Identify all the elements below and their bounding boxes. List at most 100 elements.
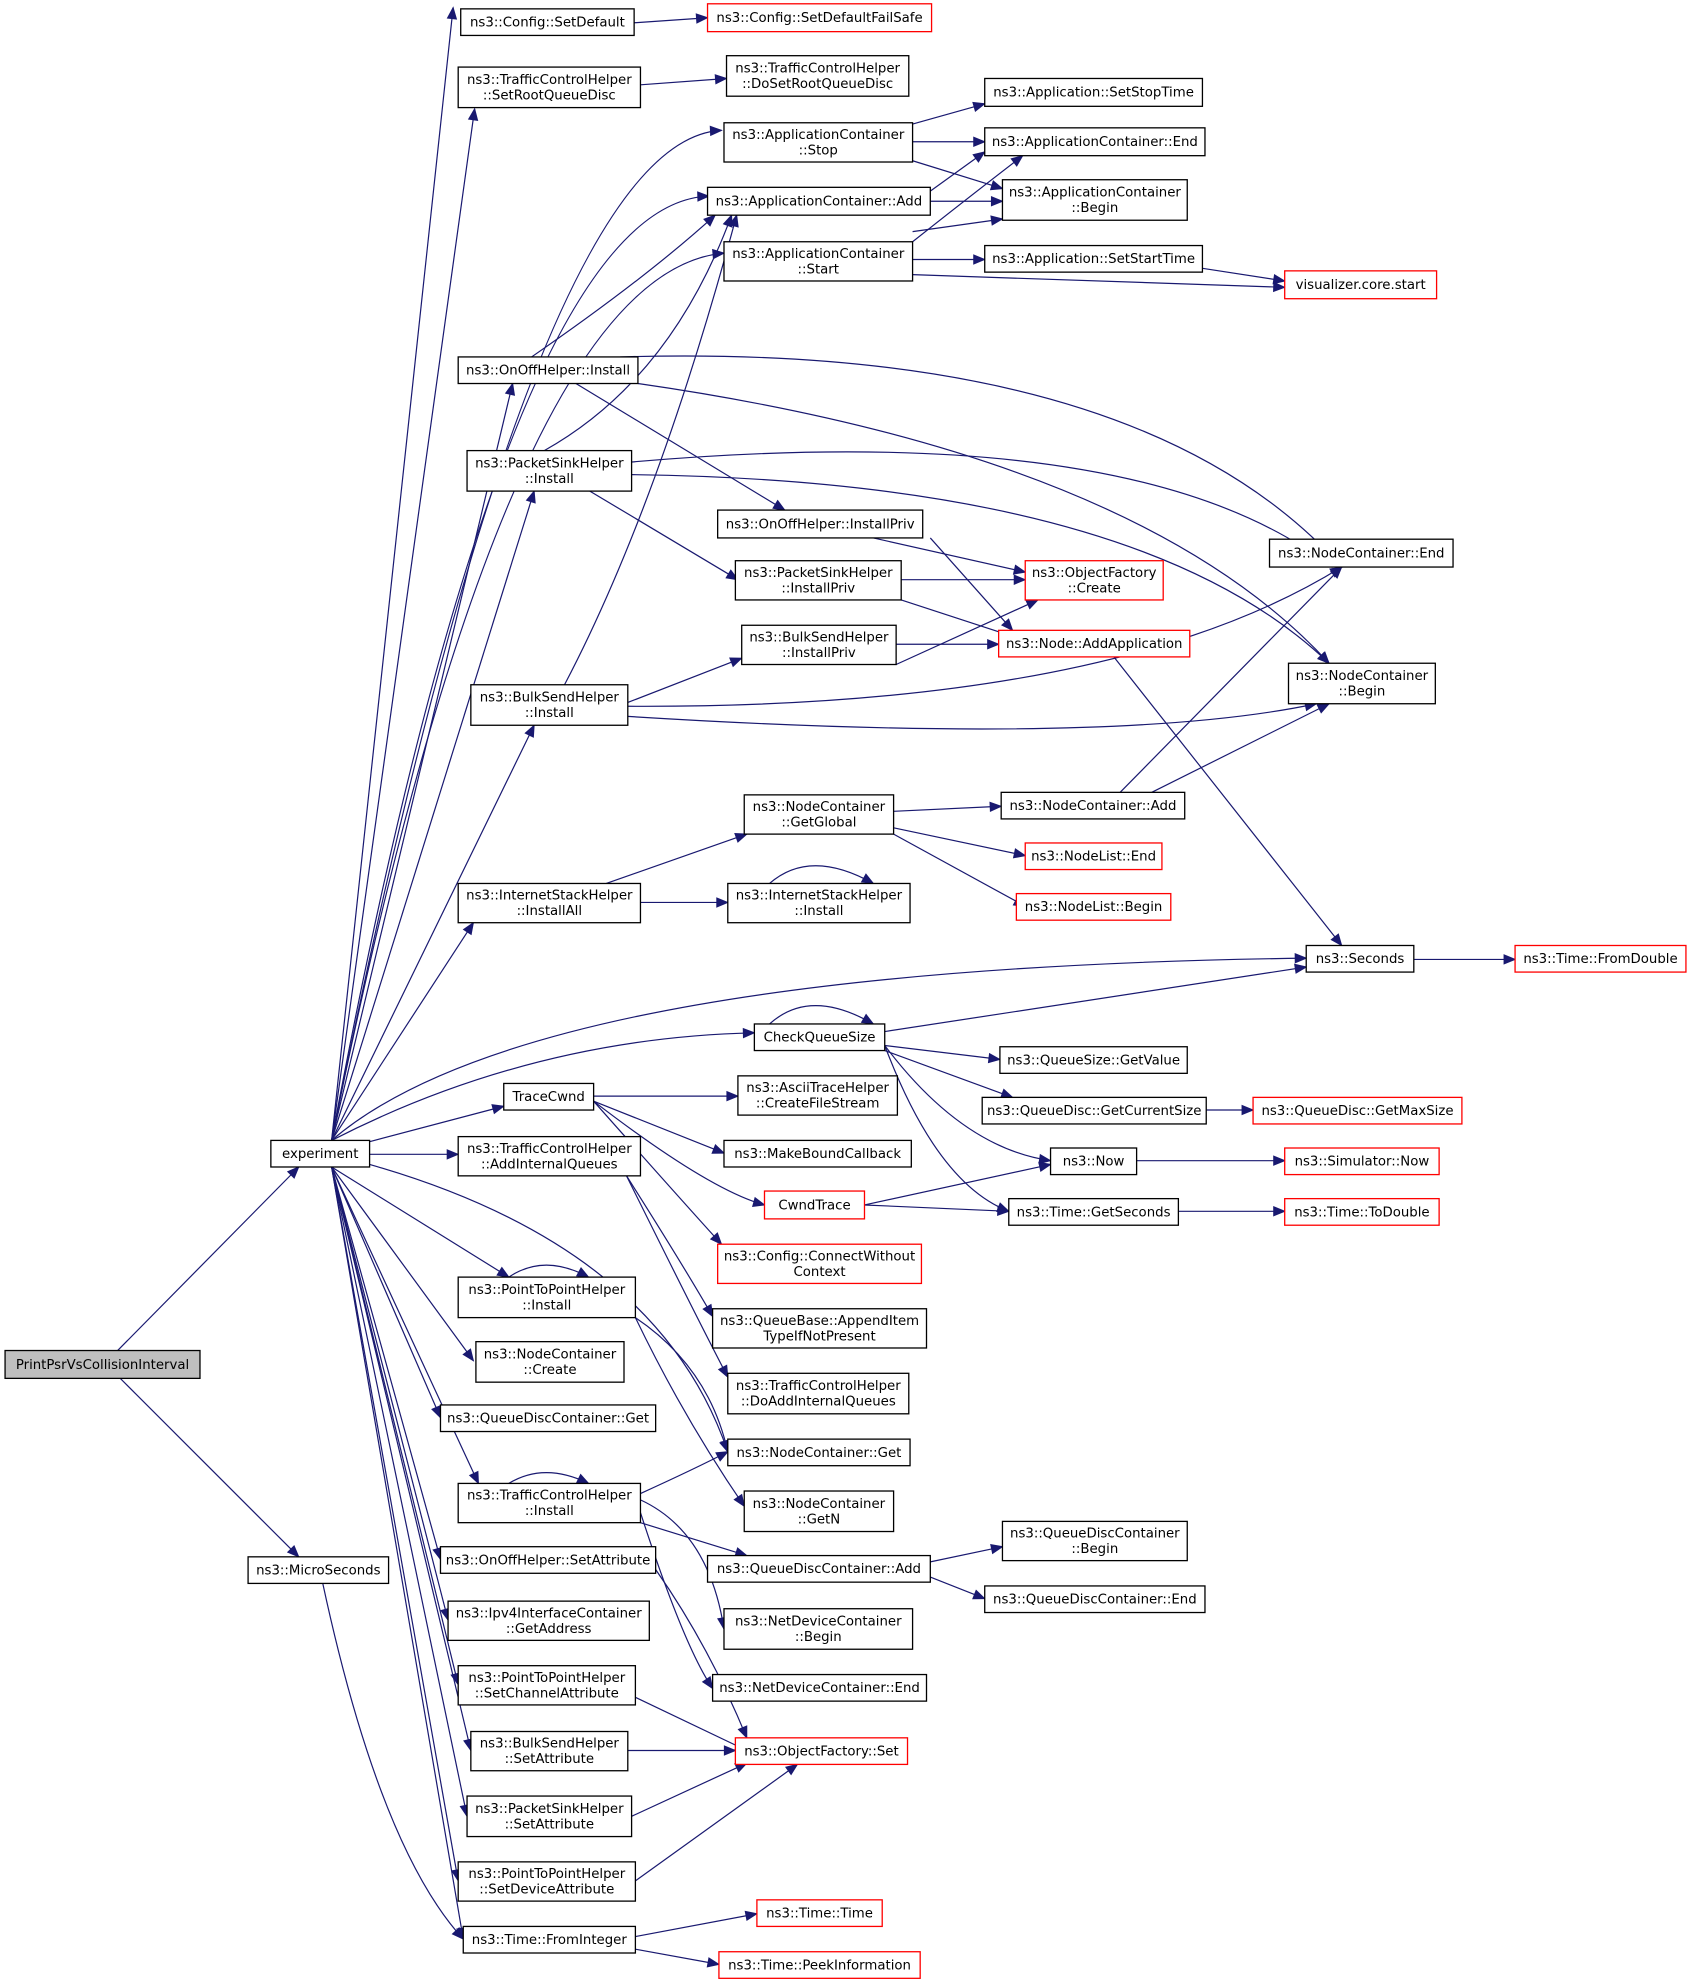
- node-ish-installall[interactable]: ns3::InternetStackHelper::InstallAll: [457, 882, 642, 924]
- node-label: ns3::TrafficControlHelper: [735, 62, 900, 77]
- node-checkqueuesize[interactable]: CheckQueueSize: [753, 1023, 886, 1052]
- node-onoff-setattr[interactable]: ns3::OnOffHelper::SetAttribute: [439, 1546, 657, 1574]
- node-ac-add[interactable]: ns3::ApplicationContainer::Add: [706, 186, 931, 216]
- node-bsh-installpriv[interactable]: ns3::BulkSendHelper::InstallPriv: [741, 624, 897, 666]
- node-cfg-setdefaultfs[interactable]: ns3::Config::SetDefaultFailSafe: [706, 3, 933, 33]
- node-p2p-install[interactable]: ns3::PointToPointHelper::Install: [457, 1276, 637, 1319]
- edge-tch_addinternal-to-qb_append: [626, 1175, 714, 1318]
- node-p2p-setchannel[interactable]: ns3::PointToPointHelper::SetChannelAttri…: [457, 1665, 637, 1706]
- node-qdc-begin[interactable]: ns3::QueueDiscContainer::Begin: [1001, 1520, 1188, 1562]
- node-label: ns3::TrafficControlHelper: [467, 1142, 632, 1157]
- node-qdc-get[interactable]: ns3::QueueDiscContainer::Get: [439, 1404, 657, 1433]
- node-makebound[interactable]: ns3::MakeBoundCallback: [723, 1139, 912, 1168]
- node-label: ns3::QueueSize::GetValue: [1007, 1053, 1180, 1068]
- node-time-frominteger[interactable]: ns3::Time::FromInteger: [462, 1925, 637, 1954]
- node-p2p-setdevice[interactable]: ns3::PointToPointHelper::SetDeviceAttrib…: [457, 1861, 637, 1902]
- node-box: [1000, 791, 1186, 820]
- node-ac-start[interactable]: ns3::ApplicationContainer::Start: [723, 241, 914, 282]
- node-ac-end[interactable]: ns3::ApplicationContainer::End: [984, 127, 1206, 157]
- node-nc-begin[interactable]: ns3::NodeContainer::Begin: [1287, 662, 1436, 705]
- node-bsh-install[interactable]: ns3::BulkSendHelper::Install: [470, 684, 629, 726]
- node-of-set[interactable]: ns3::ObjectFactory::Set: [734, 1737, 909, 1766]
- node-label: ::Start: [798, 262, 839, 277]
- node-app-setstop[interactable]: ns3::Application::SetStopTime: [984, 77, 1204, 107]
- edge-nc_add-to-nc_begin: [1151, 703, 1331, 793]
- edge-node_addapp-to-seconds: [1113, 656, 1343, 947]
- edge-bsh_installpriv-to-of_create: [895, 599, 1040, 666]
- node-seconds[interactable]: ns3::Seconds: [1305, 944, 1415, 973]
- node-ipv4ic-getaddr[interactable]: ns3::Ipv4InterfaceContainer::GetAddress: [447, 1600, 650, 1642]
- node-time-peekinfo[interactable]: ns3::Time::PeekInformation: [718, 1951, 921, 1979]
- edge-psh_install-to-ac_add: [543, 213, 733, 452]
- node-of-create[interactable]: ns3::ObjectFactory::Create: [1024, 560, 1164, 601]
- node-nc-end[interactable]: ns3::NodeContainer::End: [1268, 538, 1454, 568]
- node-onoff-installpriv[interactable]: ns3::OnOffHelper::InstallPriv: [717, 509, 924, 539]
- node-sim-now[interactable]: ns3::Simulator::Now: [1284, 1147, 1440, 1176]
- node-microseconds[interactable]: ns3::MicroSeconds: [247, 1556, 390, 1585]
- node-psh-install[interactable]: ns3::PacketSinkHelper::Install: [466, 449, 633, 492]
- node-box: [439, 1404, 657, 1433]
- node-nc-add[interactable]: ns3::NodeContainer::Add: [1000, 791, 1186, 820]
- node-label: ::InstallPriv: [782, 646, 856, 661]
- node-label: ns3::NodeContainer: [1296, 669, 1429, 684]
- node-printpsr[interactable]: PrintPsrVsCollisionInterval: [4, 1349, 201, 1380]
- node-time-fromdouble[interactable]: ns3::Time::FromDouble: [1514, 944, 1687, 973]
- node-bsh-setattr[interactable]: ns3::BulkSendHelper::SetAttribute: [470, 1730, 629, 1772]
- edge-experiment-to-ac_stop: [331, 125, 723, 1141]
- edge-experiment-to-psh_install: [331, 489, 536, 1141]
- node-box: [457, 1861, 637, 1902]
- node-qdc-end[interactable]: ns3::QueueDiscContainer::End: [984, 1585, 1206, 1614]
- node-experiment[interactable]: experiment: [270, 1139, 371, 1168]
- node-app-setstart[interactable]: ns3::Application::SetStartTime: [984, 244, 1204, 273]
- node-label: ns3::Config::ConnectWithout: [724, 1249, 915, 1264]
- node-node-addapp[interactable]: ns3::Node::AddApplication: [998, 629, 1191, 658]
- node-nl-end[interactable]: ns3::NodeList::End: [1024, 842, 1163, 871]
- node-tch-install[interactable]: ns3::TrafficControlHelper::Install: [457, 1482, 642, 1524]
- edge-tracecwnd-to-makebound: [593, 1100, 726, 1154]
- edge-tch_addinternal-to-tch_doaddinternal: [625, 1175, 729, 1379]
- node-ath-createfs[interactable]: ns3::AsciiTraceHelper::CreateFileStream: [737, 1075, 899, 1116]
- node-tch-setroot[interactable]: ns3::TrafficControlHelper::SetRootQueueD…: [457, 66, 642, 109]
- node-tch-addinternal[interactable]: ns3::TrafficControlHelper::AddInternalQu…: [457, 1135, 642, 1177]
- node-ndc-begin[interactable]: ns3::NetDeviceContainer::Begin: [723, 1608, 914, 1650]
- node-viz-start[interactable]: visualizer.core.start: [1284, 270, 1438, 300]
- node-label: ns3::MakeBoundCallback: [734, 1147, 901, 1162]
- node-box: [984, 127, 1206, 157]
- node-nc-create[interactable]: ns3::NodeContainer::Create: [475, 1341, 625, 1383]
- node-nl-begin[interactable]: ns3::NodeList::Begin: [1015, 892, 1172, 921]
- node-box: [4, 1349, 201, 1380]
- node-ac-begin[interactable]: ns3::ApplicationContainer::Begin: [1001, 179, 1188, 221]
- node-tch-doaddinternal[interactable]: ns3::TrafficControlHelper::DoAddInternal…: [727, 1372, 910, 1415]
- edge-checkqueuesize-to-qs_getvalue: [884, 1044, 1002, 1064]
- node-nc-getglobal[interactable]: ns3::NodeContainer::GetGlobal: [743, 794, 895, 835]
- node-onoff-install[interactable]: ns3::OnOffHelper::Install: [457, 356, 639, 385]
- node-now[interactable]: ns3::Now: [1049, 1147, 1138, 1176]
- node-box: [457, 882, 642, 924]
- node-qd-getmax[interactable]: ns3::QueueDisc::GetMaxSize: [1252, 1096, 1463, 1125]
- node-nc-get[interactable]: ns3::NodeContainer::Get: [727, 1438, 911, 1467]
- node-psh-installpriv[interactable]: ns3::PacketSinkHelper::InstallPriv: [734, 560, 902, 601]
- node-qb-append[interactable]: ns3::QueueBase::AppendItemTypeIfNotPrese…: [711, 1308, 928, 1349]
- node-time-getseconds[interactable]: ns3::Time::GetSeconds: [1008, 1197, 1180, 1226]
- node-ac-stop[interactable]: ns3::ApplicationContainer::Stop: [723, 122, 914, 163]
- node-nc-getn[interactable]: ns3::NodeContainer::GetN: [743, 1490, 895, 1533]
- node-ndc-end[interactable]: ns3::NetDeviceContainer::End: [711, 1673, 928, 1702]
- node-box: [1284, 1197, 1440, 1226]
- node-qdc-add[interactable]: ns3::QueueDiscContainer::Add: [706, 1554, 931, 1583]
- node-label: ns3::OnOffHelper::SetAttribute: [446, 1553, 651, 1568]
- node-cfg-setdefault[interactable]: ns3::Config::SetDefault: [460, 8, 635, 37]
- node-tracecwnd[interactable]: TraceCwnd: [503, 1082, 595, 1111]
- node-psh-setattr[interactable]: ns3::PacketSinkHelper::SetAttribute: [466, 1795, 633, 1838]
- node-qd-getcurrent[interactable]: ns3::QueueDisc::GetCurrentSize: [981, 1096, 1207, 1125]
- node-time-time[interactable]: ns3::Time::Time: [756, 1899, 883, 1928]
- node-ish-install[interactable]: ns3::InternetStackHelper::Install: [727, 882, 911, 924]
- node-time-todouble[interactable]: ns3::Time::ToDouble: [1284, 1197, 1440, 1226]
- node-label: ns3::QueueDiscContainer::Get: [447, 1412, 649, 1427]
- node-qs-getvalue[interactable]: ns3::QueueSize::GetValue: [999, 1046, 1188, 1074]
- node-tch-dosetroot[interactable]: ns3::TrafficControlHelper::DoSetRootQueu…: [725, 55, 910, 97]
- edge-ac_start-to-ac_begin: [912, 215, 1004, 233]
- node-cwndtrace[interactable]: CwndTrace: [763, 1190, 866, 1220]
- node-box: [717, 1243, 923, 1285]
- edge-experiment-to-qdc_get: [331, 1166, 442, 1419]
